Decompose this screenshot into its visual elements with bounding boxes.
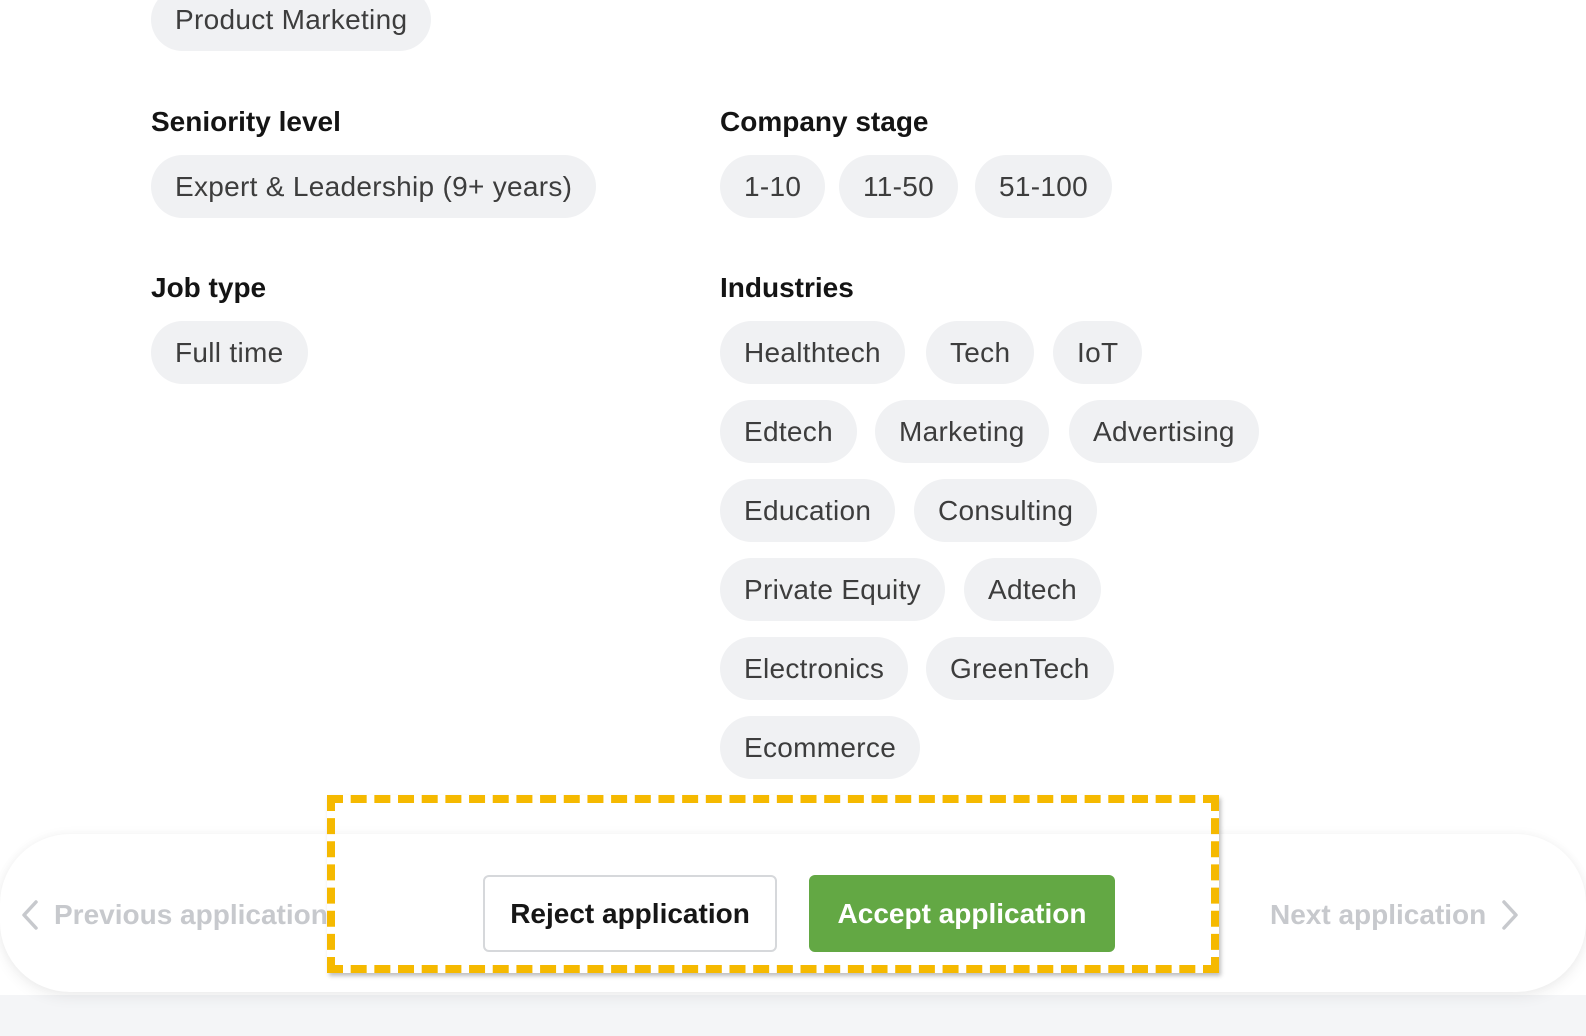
industries-heading: Industries	[720, 272, 854, 303]
industry-tag: Edtech	[720, 400, 857, 463]
page-bottom-background	[0, 995, 1586, 1036]
industry-tag: Education	[720, 479, 896, 542]
seniority-tag: Expert & Leadership (9+ years)	[151, 155, 597, 218]
industry-tag: Private Equity	[720, 558, 945, 621]
company-stage-heading: Company stage	[720, 106, 929, 137]
skill-tag: Product Marketing	[151, 0, 432, 51]
chevron-right-icon	[1500, 899, 1520, 931]
industry-tag: Tech	[926, 321, 1035, 384]
seniority-level-heading: Seniority level	[151, 106, 341, 137]
industry-tag: Ecommerce	[720, 716, 921, 779]
company-stage-tag: 11-50	[839, 155, 959, 218]
industry-tag: Marketing	[875, 400, 1049, 463]
job-type-tag: Full time	[151, 321, 308, 384]
company-stage-tag: 1-10	[720, 155, 826, 218]
accept-application-button[interactable]: Accept application	[809, 875, 1115, 952]
previous-application-link[interactable]: Previous application	[20, 893, 328, 937]
industry-tag: GreenTech	[926, 637, 1114, 700]
reject-application-button[interactable]: Reject application	[483, 875, 777, 952]
industry-tag: Consulting	[914, 479, 1098, 542]
industry-tag: IoT	[1053, 321, 1143, 384]
industry-tag: Adtech	[964, 558, 1101, 621]
industry-tag: Electronics	[720, 637, 909, 700]
next-application-link[interactable]: Next application	[1270, 893, 1520, 937]
next-application-label: Next application	[1270, 899, 1487, 930]
industry-tag: Healthtech	[720, 321, 905, 384]
industry-tag: Advertising	[1069, 400, 1259, 463]
previous-application-label: Previous application	[54, 899, 328, 930]
chevron-left-icon	[20, 899, 40, 931]
company-stage-tag: 51-100	[975, 155, 1112, 218]
job-type-heading: Job type	[151, 272, 267, 303]
